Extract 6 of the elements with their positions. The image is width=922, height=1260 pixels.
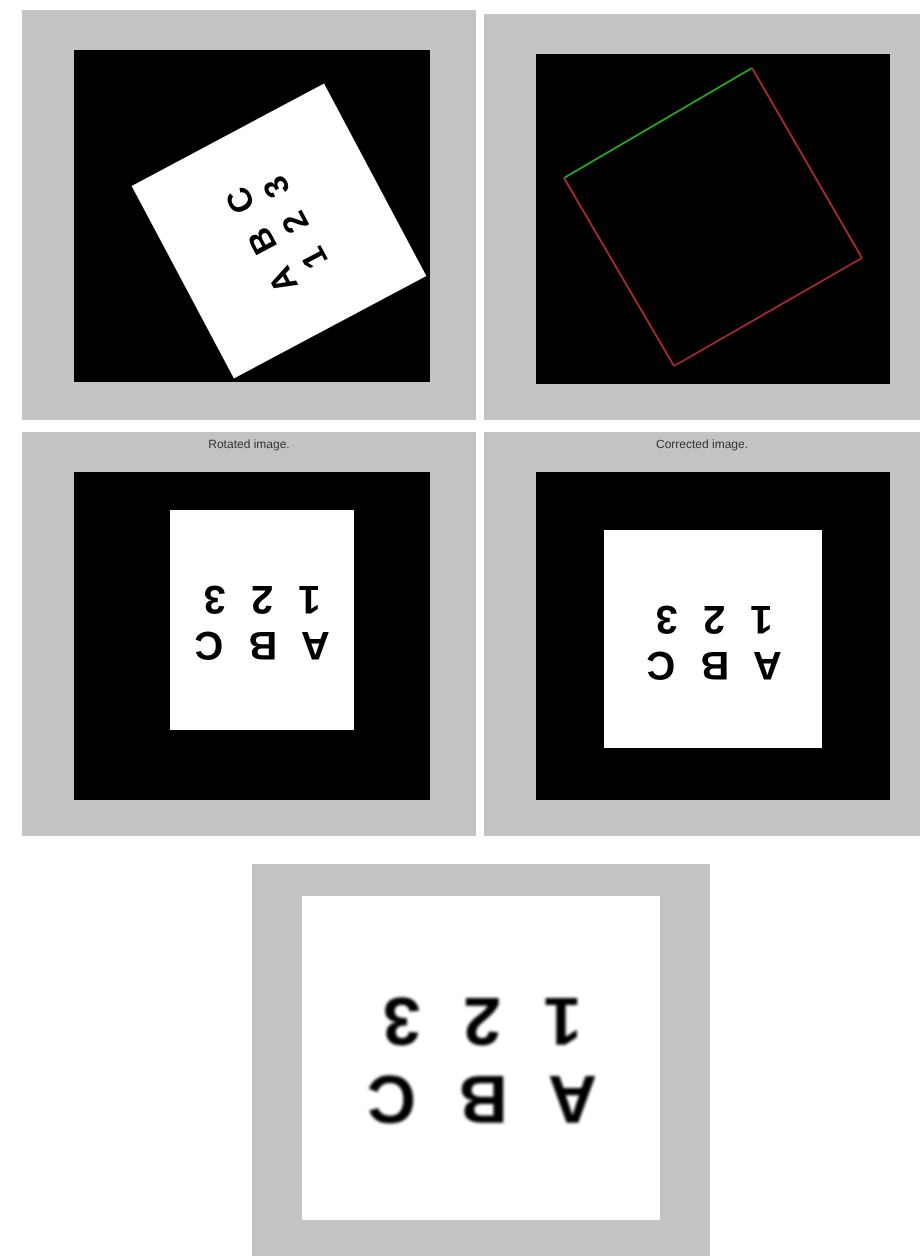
printed-text: 1 2 3: [379, 980, 583, 1058]
printed-text: A B C: [365, 1058, 597, 1137]
printed-text: A B C: [194, 620, 330, 666]
printed-text: 1 2 3: [652, 593, 774, 639]
printed-text: A B C: [645, 639, 781, 685]
printed-text: 1 2 3: [201, 574, 323, 620]
